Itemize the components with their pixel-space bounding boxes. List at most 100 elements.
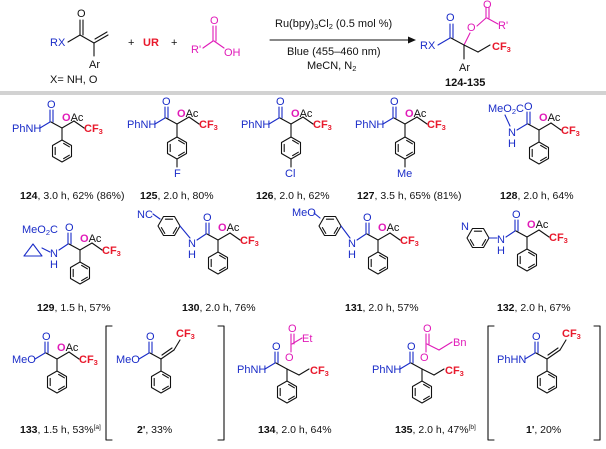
ester-o: O — [420, 352, 429, 364]
acid-r-group: R' — [191, 44, 201, 56]
compound-127: PhNH O OAc CF3 Me 127, 3.5 h, 65% (81%) — [355, 96, 462, 202]
acid-oh: OH — [224, 47, 241, 59]
cf3-label: CF3 — [199, 119, 218, 132]
caption-133: 133, 1.5 h, 53%[a] — [20, 424, 101, 436]
h-label: H — [188, 249, 196, 261]
h-label: H — [50, 259, 58, 271]
compound-2prime-bracketed: MeO O CF3 2', 33% — [105, 325, 225, 441]
conditions-light: Blue (455–460 nm) — [287, 46, 381, 58]
carbonyl-o: O — [272, 341, 281, 353]
caption-126: 126, 2.0 h, 62% — [256, 190, 330, 202]
oac-label: OAc — [539, 112, 561, 124]
carbonyl-o: O — [390, 96, 399, 108]
cf3-label: CF3 — [310, 365, 329, 378]
cf3-label: CF3 — [84, 123, 103, 136]
cf3-label: CF3 — [561, 125, 580, 138]
product-ester-o: O — [467, 22, 476, 34]
cf3-label: CF3 — [445, 365, 464, 378]
benzyl-label: Bn — [453, 337, 466, 349]
ester-o: O — [285, 352, 294, 364]
product-acyl-o: O — [483, 0, 492, 11]
caption-131: 131, 2.0 h, 57% — [345, 302, 419, 314]
caption-2prime: 2', 33% — [137, 424, 172, 436]
conditions-solvent: MeCN, N2 — [307, 60, 356, 73]
phenyl-ring — [51, 139, 73, 163]
product-rx: RX — [420, 40, 436, 52]
methyl-label: Me — [397, 168, 412, 180]
acyl-o: O — [423, 323, 432, 335]
plus-sign-2: + — [171, 37, 177, 49]
caption-135: 135, 2.0 h, 47%[b] — [395, 424, 476, 436]
meo2c-label: MeO2C — [488, 103, 524, 116]
caption-125: 125, 2.0 h, 80% — [140, 190, 214, 202]
chloro-label: Cl — [285, 168, 295, 180]
reaction-arrow-head — [408, 36, 416, 44]
cf3-label: CF3 — [549, 232, 568, 245]
compound-132: N N H O OAc CF3 132, 2.0 h, 67% — [461, 209, 571, 314]
substrate-structure: RX O Ar — [50, 8, 109, 71]
product-ar: Ar — [459, 62, 470, 74]
carbonyl-o: O — [42, 331, 51, 343]
compound-134: PhNH O O O Et CF3 134, 2.0 h, 64% — [237, 323, 332, 436]
compound-128: MeO2C N H O OAc CF3 128, 2.0 h, 64% — [488, 101, 580, 202]
compound-130: NC N H O OAc CF3 130, 2.0 h, 76% — [137, 209, 259, 314]
substrate-oxygen: O — [77, 8, 86, 20]
reaction-equation: RX O Ar X= NH, O + UR + R' O OH Ru(bpy)3… — [50, 0, 511, 89]
acyl-o: O — [288, 323, 297, 335]
ethyl-label: Et — [302, 333, 312, 345]
caption-1prime: 1', 20% — [526, 424, 561, 436]
h-label: H — [508, 138, 516, 150]
reagent-ur: UR — [143, 37, 159, 49]
caption-132: 132, 2.0 h, 67% — [497, 302, 571, 314]
x-definition: X= NH, O — [50, 74, 98, 86]
product-carbonyl-o: O — [446, 12, 455, 24]
carbonyl-o: O — [512, 209, 521, 221]
cf3-label: CF3 — [400, 235, 419, 248]
caption-134: 134, 2.0 h, 64% — [258, 424, 332, 436]
phnh-label: PhNH — [355, 119, 384, 131]
caption-129: 129, 1.5 h, 57% — [37, 302, 111, 314]
carbonyl-o: O — [363, 212, 372, 224]
nh-label: N — [348, 238, 356, 250]
phnh-label: PhNH — [372, 364, 401, 376]
cf3-label: CF3 — [240, 235, 259, 248]
oac-label: OAc — [218, 222, 240, 234]
nh-label: N — [188, 238, 196, 250]
phnh-label: PhNH — [241, 119, 270, 131]
product-cf3: CF3 — [492, 41, 511, 54]
h-label: H — [348, 249, 356, 261]
carbonyl-o: O — [276, 96, 285, 108]
cf3-label: CF3 — [176, 328, 195, 341]
meo-label: MeO — [116, 354, 140, 366]
caption-128: 128, 2.0 h, 64% — [500, 190, 574, 202]
pyridine-n-label: N — [461, 221, 469, 233]
cf3-label: CF3 — [102, 245, 121, 258]
substrate-ar: Ar — [89, 59, 100, 71]
meo2c-label: MeO2C — [22, 224, 58, 237]
compound-129: MeO2C N H O OAc CF3 129, 1.5 h, 57% — [22, 222, 121, 314]
phhn-label: PhHN — [497, 354, 526, 366]
phnh-label: PhNH — [127, 119, 156, 131]
acid-oxygen: O — [210, 15, 219, 27]
meo-label: MeO — [292, 207, 316, 219]
cf3-label: CF3 — [562, 328, 581, 341]
plus-sign-1: + — [128, 37, 134, 49]
cf3-label: CF3 — [427, 119, 446, 132]
oac-label: OAc — [80, 233, 102, 245]
phnh-label: PhNH — [237, 364, 266, 376]
right-bracket — [217, 325, 225, 441]
caption-124: 124, 3.0 h, 62% (86%) — [20, 190, 125, 202]
compound-125: PhNH O OAc CF3 F 125, 2.0 h, 80% — [127, 96, 218, 202]
phnh-label: PhNH — [12, 123, 41, 135]
cf3-label: CF3 — [313, 119, 332, 132]
caption-127: 127, 3.5 h, 65% (81%) — [357, 190, 462, 202]
oac-label: OAc — [527, 219, 549, 231]
compound-133: MeO O OAc CF3 133, 1.5 h, 53%[a] — [12, 331, 101, 436]
left-bracket — [487, 325, 495, 441]
carbonyl-o: O — [146, 331, 155, 343]
oac-label: OAc — [378, 222, 400, 234]
compound-131: MeO N H O OAc CF3 131, 2.0 h, 57% — [292, 207, 419, 314]
compound-124: PhNH O OAc CF3 124, 3.0 h, 62% (86%) — [12, 99, 125, 202]
